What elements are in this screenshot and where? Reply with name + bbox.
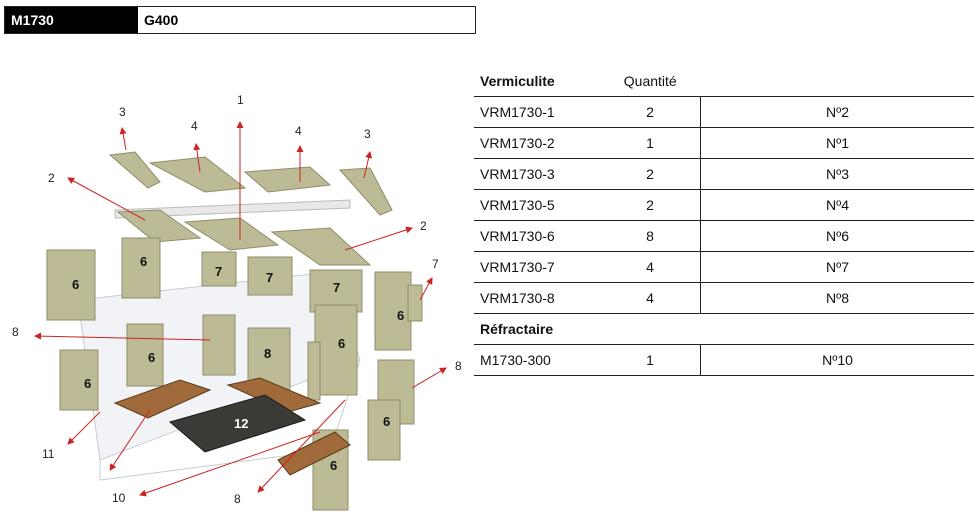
- part-code: VRM1730-2: [474, 127, 600, 159]
- callout-4: 4: [295, 124, 302, 138]
- part-code: M1730-300: [474, 344, 600, 376]
- part-code: VRM1730-8: [474, 282, 600, 314]
- col-quantity: Quantité: [600, 66, 701, 97]
- part-code: VRM1730-6: [474, 220, 600, 252]
- section-header-row: Réfractaire: [474, 313, 974, 345]
- callout-8: 8: [234, 492, 241, 506]
- callout-7: 7: [432, 257, 439, 271]
- part-8-label: 8: [264, 346, 271, 361]
- part-code: VRM1730-5: [474, 189, 600, 221]
- callout-labels: 3 4 1 4 3 2 2 7 8 8 11 10 8: [12, 93, 462, 506]
- part-6-label: 6: [383, 414, 390, 429]
- part-6-label: 6: [72, 277, 79, 292]
- part-code: VRM1730-7: [474, 251, 600, 283]
- table-header-row: Vermiculite Quantité: [474, 66, 974, 97]
- section-refractory-label: Réfractaire: [474, 313, 974, 345]
- callout-arrows: [34, 121, 447, 497]
- floor-pieces: [113, 377, 351, 476]
- callout-2: 2: [420, 219, 427, 233]
- col-vermiculite: Vermiculite: [474, 66, 600, 97]
- callout-3: 3: [364, 127, 371, 141]
- part-reference: Nº1: [700, 127, 974, 159]
- callout-8: 8: [12, 325, 19, 339]
- part-quantity: 1: [600, 344, 701, 376]
- model-code: M1730: [5, 7, 138, 33]
- part-reference: Nº10: [700, 344, 974, 376]
- part-7-label: 7: [215, 264, 222, 279]
- model-header: M1730 G400: [4, 6, 476, 34]
- part-6-label: 6: [84, 376, 91, 391]
- part-quantity: 2: [600, 96, 701, 128]
- part-6-label: 6: [148, 350, 155, 365]
- part-12-label: 12: [234, 416, 248, 431]
- part-quantity: 1: [600, 127, 701, 159]
- part-quantity: 2: [600, 158, 701, 190]
- part-labels: 6 6 7 7 7 6 6 6 8 6 6 12 6: [72, 254, 404, 473]
- model-variant: G400: [144, 12, 179, 28]
- part-6-label: 6: [140, 254, 147, 269]
- col-ref: [700, 66, 974, 97]
- callout-10: 10: [112, 491, 126, 505]
- part-6-label: 6: [397, 308, 404, 323]
- part-reference: Nº4: [700, 189, 974, 221]
- callout-2: 2: [48, 171, 55, 185]
- part-quantity: 4: [600, 282, 701, 314]
- part-reference: Nº6: [700, 220, 974, 252]
- part-code: VRM1730-1: [474, 96, 600, 128]
- top-pieces: [108, 151, 393, 266]
- callout-11: 11: [42, 447, 55, 461]
- part-quantity: 4: [600, 251, 701, 283]
- part-code: VRM1730-3: [474, 158, 600, 190]
- callout-4: 4: [191, 119, 198, 133]
- part-6-label: 6: [338, 336, 345, 351]
- exploded-view-diagram: 3 4 1 4 3 2 2 7 8 8 11 10 8 6 6 7 7 7 6 …: [12, 93, 462, 511]
- part-reference: Nº7: [700, 251, 974, 283]
- callout-1: 1: [237, 93, 244, 107]
- part-quantity: 2: [600, 189, 701, 221]
- part-6-label: 6: [330, 458, 337, 473]
- callout-3: 3: [119, 105, 126, 119]
- part-7-label: 7: [266, 270, 273, 285]
- part-quantity: 8: [600, 220, 701, 252]
- callout-8: 8: [455, 359, 462, 373]
- part-reference: Nº3: [700, 158, 974, 190]
- part-reference: Nº8: [700, 282, 974, 314]
- part-7-label: 7: [333, 280, 340, 295]
- part-reference: Nº2: [700, 96, 974, 128]
